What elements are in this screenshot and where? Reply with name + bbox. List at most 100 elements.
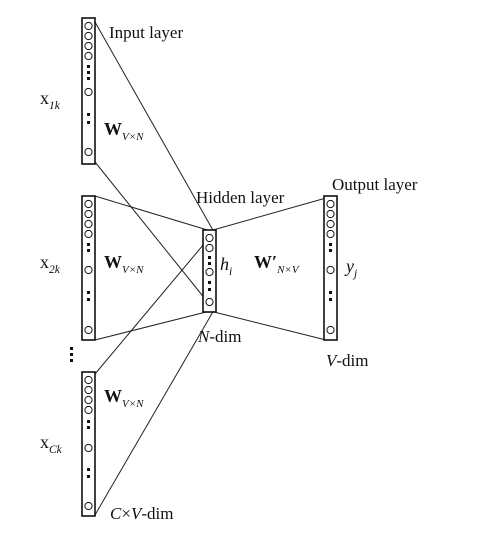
weight-matrix-symbol: W xyxy=(104,252,122,272)
weight-matrix-symbol: W xyxy=(104,119,122,139)
hidden-variable-letter: h xyxy=(220,254,229,274)
neuron-node xyxy=(84,229,93,239)
input-variable-subscript: 2k xyxy=(49,264,61,276)
input-variable-subscript: 1k xyxy=(49,100,61,112)
ellipsis-dot xyxy=(87,71,90,74)
input-variable-letter: x xyxy=(40,88,49,108)
hidden-variable: hi xyxy=(220,254,232,278)
ellipsis-dot xyxy=(87,121,90,124)
output-variable: yj xyxy=(344,256,357,280)
ellipsis-dot xyxy=(329,249,332,252)
ellipsis-dot xyxy=(208,262,211,265)
output-variable-letter: y xyxy=(344,256,354,276)
output-weight: W′N×V xyxy=(254,252,300,276)
neuron-node xyxy=(84,219,93,229)
ellipsis-dot xyxy=(329,291,332,294)
neuron-node xyxy=(84,31,93,41)
neuron-node xyxy=(205,243,214,253)
neuron-node xyxy=(84,375,93,385)
neuron-node xyxy=(84,21,93,31)
ellipsis-dot xyxy=(87,468,90,471)
dimension-variable-c: C xyxy=(110,504,122,523)
neuron-node xyxy=(205,233,214,243)
ellipsis-dot xyxy=(87,249,90,252)
output-dimension-label: V-dim xyxy=(326,351,369,370)
neuron-node xyxy=(326,209,335,219)
connection-line xyxy=(205,197,327,233)
input-layer-label: Input layer xyxy=(109,23,183,42)
ellipsis-dot xyxy=(87,420,90,423)
connection-line xyxy=(94,21,215,233)
input-variable-letter: x xyxy=(40,432,49,452)
output-variable-subscript: j xyxy=(352,268,357,280)
dimension-suffix: -dim xyxy=(336,351,368,370)
hidden-variable-subscript: i xyxy=(229,266,232,278)
ellipsis-dot xyxy=(87,77,90,80)
input-variable-subscript: Ck xyxy=(49,444,63,456)
connection-line xyxy=(205,309,327,341)
weight-matrix-symbol: W′ xyxy=(254,252,277,272)
dimension-suffix: -dim xyxy=(141,504,173,523)
input-weight-2: WV×N xyxy=(104,252,144,276)
weight-matrix-subscript: V×N xyxy=(122,131,144,143)
neuron-node xyxy=(205,267,214,277)
dimension-times: × xyxy=(121,504,131,523)
connection-line xyxy=(94,161,215,311)
weight-matrix-subscript: V×N xyxy=(122,398,144,410)
connection-lines xyxy=(94,21,327,516)
hidden-dimension-label: N-dim xyxy=(197,327,241,346)
input-weight-c: WV×N xyxy=(104,386,144,410)
input-variable-letter: x xyxy=(40,252,49,272)
ellipsis-dot xyxy=(208,281,211,284)
weight-matrix-symbol: W xyxy=(104,386,122,406)
neuron-node xyxy=(84,199,93,209)
neuron-node xyxy=(205,297,214,307)
neuron-node xyxy=(84,265,93,275)
input-dimension-label: C×V-dim xyxy=(110,504,173,523)
dimension-variable: V xyxy=(326,351,339,370)
input-variable-1: x1k xyxy=(40,88,61,112)
input-vector-c xyxy=(81,371,96,517)
hidden-layer-label: Hidden layer xyxy=(196,188,285,207)
neuron-node xyxy=(84,209,93,219)
input-vector-2 xyxy=(81,195,96,341)
neuron-node xyxy=(84,87,93,97)
hidden-layer-vector xyxy=(202,229,217,313)
output-layer-label: Output layer xyxy=(332,175,418,194)
connection-line xyxy=(94,309,215,516)
ellipsis-dot xyxy=(329,243,332,246)
neuron-node xyxy=(326,199,335,209)
ellipsis-dot xyxy=(87,113,90,116)
connection-line xyxy=(94,195,215,233)
input-vector-1 xyxy=(81,17,96,165)
dimension-variable-v: V xyxy=(131,504,144,523)
neuron-node xyxy=(84,385,93,395)
input-weight-1: WV×N xyxy=(104,119,144,143)
neuron-node xyxy=(84,147,93,157)
neuron-node xyxy=(84,325,93,335)
neuron-node xyxy=(84,501,93,511)
ellipsis-dot xyxy=(208,288,211,291)
ellipsis-dot xyxy=(70,347,73,350)
ellipsis-dot xyxy=(87,291,90,294)
input-variable-c: xCk xyxy=(40,432,63,456)
neuron-node xyxy=(84,51,93,61)
ellipsis-dot xyxy=(87,65,90,68)
ellipsis-dot xyxy=(87,426,90,429)
dimension-suffix: -dim xyxy=(209,327,241,346)
ellipsis-dot xyxy=(87,243,90,246)
neuron-node xyxy=(326,265,335,275)
ellipsis-dot xyxy=(329,298,332,301)
ellipsis-dot xyxy=(87,298,90,301)
neuron-node xyxy=(84,405,93,415)
input-variable-2: x2k xyxy=(40,252,61,276)
neuron-node xyxy=(326,219,335,229)
ellipsis-dot xyxy=(70,359,73,362)
output-layer-vector xyxy=(323,195,338,341)
neuron-node xyxy=(84,443,93,453)
weight-matrix-subscript: N×V xyxy=(276,264,300,276)
ellipsis-dot xyxy=(70,353,73,356)
ellipsis-dot xyxy=(87,475,90,478)
ellipsis-dot xyxy=(208,256,211,259)
